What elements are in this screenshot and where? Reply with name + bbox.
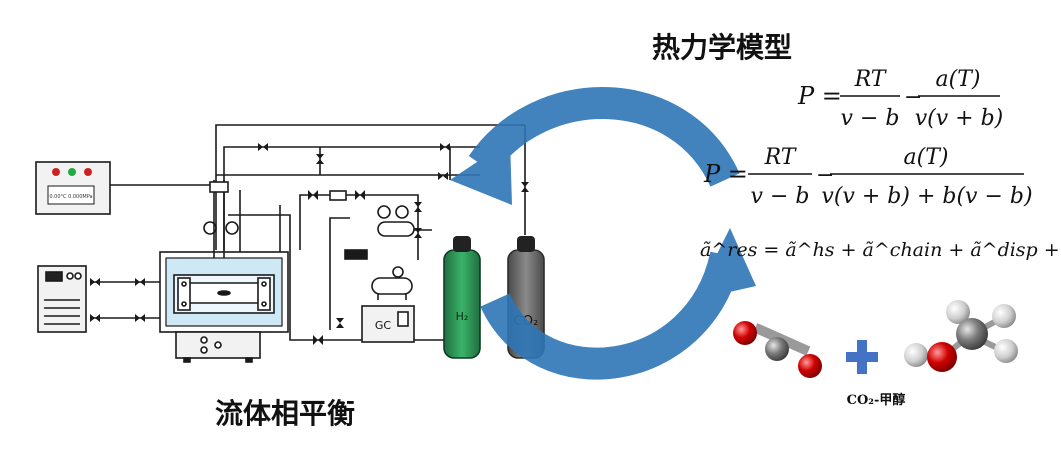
svg-text:v(v + b): v(v + b) (915, 106, 1004, 131)
hydrogen-atom (992, 304, 1016, 328)
controller-box (35, 161, 111, 215)
svg-text:a(T): a(T) (936, 67, 981, 92)
valves (90, 143, 529, 345)
filter (329, 190, 347, 201)
svg-text:RT: RT (764, 145, 798, 170)
svg-text:a(T): a(T) (904, 145, 949, 170)
svg-text:v − b: v − b (751, 184, 810, 209)
svg-text:P =: P = (797, 82, 842, 110)
svg-text:RT: RT (854, 67, 888, 92)
methanol-molecule (904, 300, 1018, 372)
svg-text:v(v + b) + b(v − b): v(v + b) + b(v − b) (821, 184, 1032, 209)
oxygen-atom (733, 321, 757, 345)
svg-text:v − b: v − b (841, 106, 900, 131)
controller-display: 0.00°C 0.000MPa (49, 194, 92, 200)
oxygen-atom (927, 342, 957, 372)
thermo-model-title: 热力学模型 (652, 31, 792, 64)
gc-label: GC (375, 319, 392, 332)
upper-arrow-head (450, 140, 512, 205)
equation-2: P = RT v − b − a(T) v(v + b) + b(v − b) (703, 145, 1033, 209)
pump (344, 221, 415, 300)
equation-3: ã^res = ã^hs + ã^chain + ã^disp + ã^asso… (700, 239, 1061, 261)
hydrogen-atom (946, 300, 970, 324)
equation-1: P = RT v − b − a(T) v(v + b) (797, 67, 1003, 131)
gc-box (361, 305, 415, 343)
lower-arrow-head (694, 228, 756, 300)
air-bath (159, 180, 289, 363)
hydrogen-atom (994, 339, 1018, 363)
apparatus-schematic (35, 124, 545, 363)
fluid-phase-equilibrium-title: 流体相平衡 (215, 397, 355, 430)
cycle-arrows (450, 87, 756, 380)
carbon-atom (765, 337, 789, 361)
oxygen-atom (798, 354, 822, 378)
plus-sign (846, 340, 878, 374)
lower-cycle-arrow (480, 251, 742, 380)
pressure-gauges (203, 205, 409, 278)
upper-cycle-arrow (468, 87, 740, 188)
chiller-box (37, 265, 87, 333)
svg-text:P =: P = (703, 160, 748, 188)
molecules-label: CO₂-甲醇 (847, 392, 906, 408)
h2-cylinder (443, 236, 481, 359)
svg-text:−: − (904, 85, 922, 110)
svg-text:−: − (816, 163, 834, 188)
co2-molecule (733, 321, 822, 378)
carbon-atom (956, 318, 988, 350)
h2-label: H₂ (456, 310, 469, 323)
hydrogen-atom (904, 343, 928, 367)
